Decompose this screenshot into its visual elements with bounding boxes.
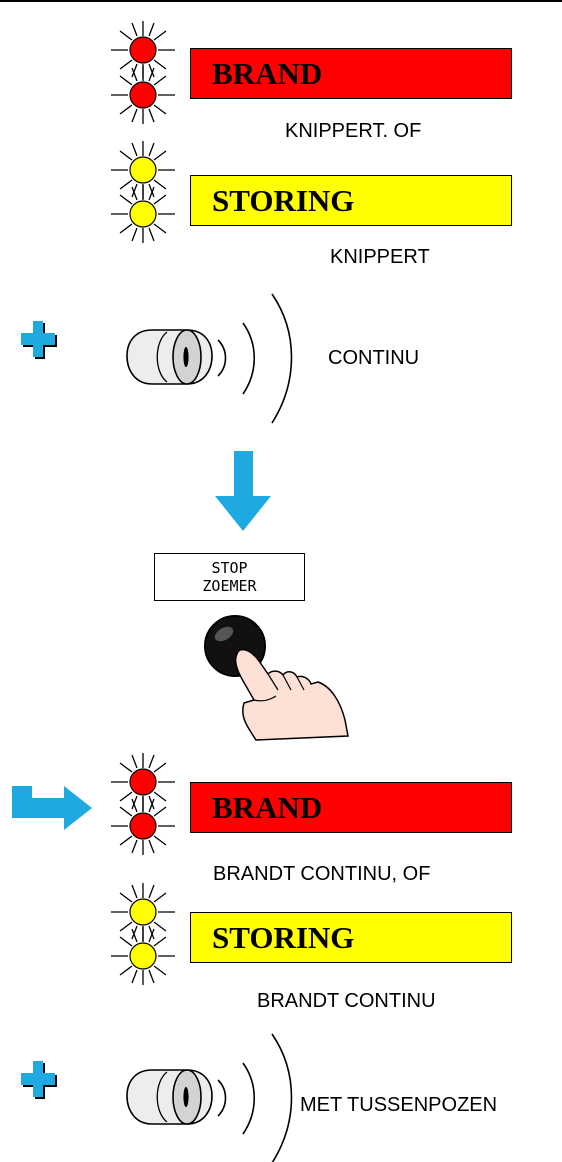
brand-caption: KNIPPERT. OF (285, 120, 421, 143)
storing-caption: BRANDT CONTINU (257, 990, 436, 1013)
elbow-arrow-icon (12, 786, 92, 830)
brand-caption: BRANDT CONTINU, OF (213, 863, 430, 886)
down-arrow-icon (215, 451, 271, 531)
red-led-bottom-icon (111, 797, 175, 855)
red-led-bottom-icon (111, 66, 175, 124)
brand-panel: BRAND (190, 48, 512, 99)
brand-label: BRAND (212, 790, 322, 826)
yellow-led-bottom-icon (111, 185, 175, 243)
storing-label: STORING (212, 920, 354, 956)
yellow-led-bottom-icon (111, 927, 175, 985)
brand-label: BRAND (212, 56, 322, 92)
brand-panel: BRAND (190, 782, 512, 833)
storing-panel: STORING (190, 912, 512, 963)
storing-label: STORING (212, 183, 354, 219)
storing-caption: KNIPPERT (330, 246, 430, 269)
stop-zoemer-line1: STOP (155, 559, 304, 577)
stop-zoemer-button[interactable]: STOP ZOEMER (154, 553, 305, 601)
plus-icon (21, 1061, 57, 1099)
buzzer-icon (127, 294, 292, 423)
pointing-hand-icon (236, 650, 348, 740)
buzzer-caption: CONTINU (328, 347, 419, 370)
plus-icon (21, 321, 57, 359)
stop-zoemer-line2: ZOEMER (155, 577, 304, 595)
buzzer-icon (127, 1034, 292, 1162)
buzzer-caption: MET TUSSENPOZEN (300, 1094, 497, 1117)
storing-panel: STORING (190, 175, 512, 226)
